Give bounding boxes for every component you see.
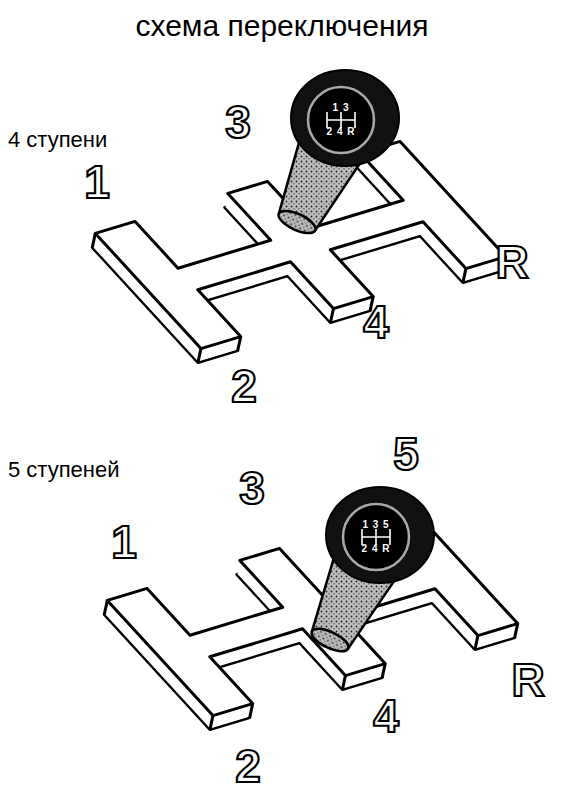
gear-number: 1	[84, 159, 110, 205]
gate-side	[107, 509, 517, 716]
gear-number: 2	[231, 363, 257, 409]
knob-marking: 2 4 R	[327, 127, 356, 137]
gear-number: 2	[235, 743, 261, 789]
knob-end	[309, 624, 352, 656]
knob-marking: 1 3	[333, 103, 350, 113]
gear-number: R	[511, 657, 544, 703]
gate-edge	[92, 233, 95, 247]
gate-edge	[475, 636, 478, 650]
gear-count-caption: 4 ступени	[8, 129, 107, 151]
gear-number: 4	[373, 693, 399, 739]
gear-number: 3	[225, 99, 251, 145]
gear-number: 4	[363, 299, 389, 345]
gate-top-face	[107, 508, 517, 715]
gate-edge	[330, 309, 333, 323]
gate-edge	[198, 349, 201, 363]
gear-number: R	[495, 239, 528, 285]
knob-emblem	[343, 504, 409, 570]
knob-end	[275, 206, 318, 237]
knob-head	[326, 487, 434, 583]
gear-number: 5	[393, 431, 419, 477]
knob-pattern-symbol	[362, 529, 390, 545]
gate-edge	[463, 269, 466, 283]
gate-edge	[104, 600, 107, 614]
gate-5-speed	[104, 508, 517, 729]
gear-knob	[275, 70, 399, 238]
knob-pattern-symbol	[327, 112, 355, 128]
gate-edge	[210, 716, 213, 730]
knob-emblem	[308, 87, 374, 153]
title: схема переключения	[136, 11, 429, 41]
knob-head	[291, 70, 399, 166]
gear-number: 3	[239, 465, 265, 511]
gear-count-caption: 5 ступеней	[8, 459, 120, 481]
gate-edge	[342, 676, 345, 690]
gear-knob	[309, 487, 434, 656]
knob-marking: 1 3 5	[362, 520, 389, 530]
knob-marking: 2 4 R	[362, 544, 391, 554]
gear-number: 1	[111, 519, 137, 565]
